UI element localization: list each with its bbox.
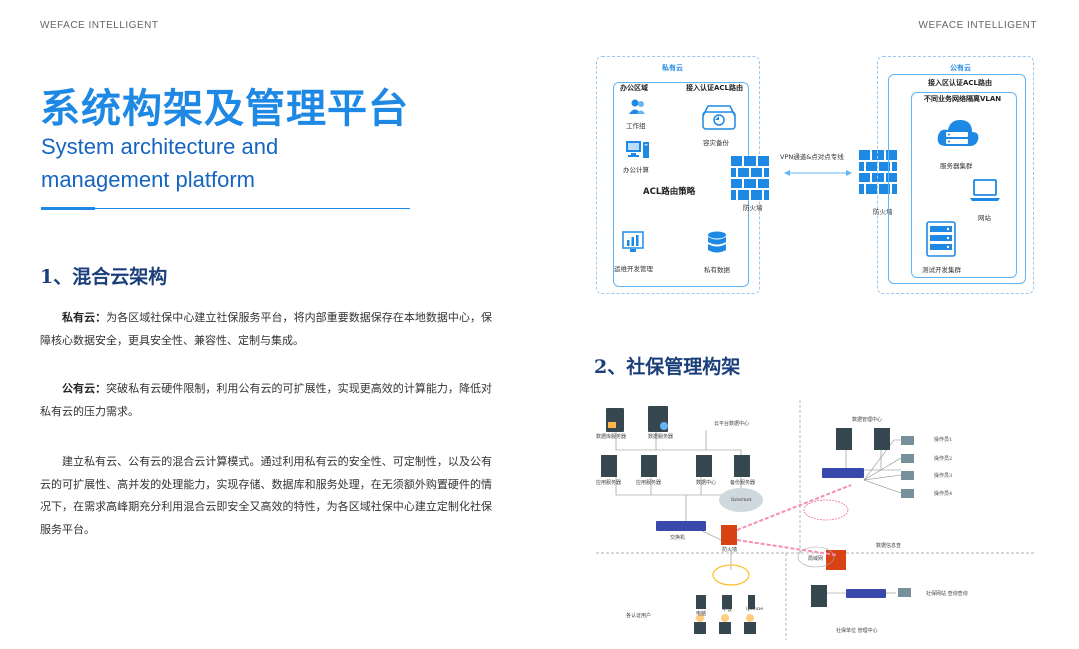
public-cloud-label: 公有云： <box>62 382 107 395</box>
operator3-label: 操作员3 <box>934 473 953 479</box>
backup-icon <box>702 105 736 130</box>
laptop-icon <box>970 179 1000 201</box>
pad-label: 平板 <box>722 607 733 613</box>
private-cloud-label: 私有云： <box>62 311 107 324</box>
disaster-backup-label: 容灾备份 <box>703 139 729 147</box>
social-security-network-diagram: 云平台数据中心 数据管理中心 数据信息查 各认证用户 社保单位 管理中心 交换机… <box>596 400 1036 640</box>
office-area-label: 办公区域 <box>620 84 648 92</box>
private-cloud-text: 为各区域社保中心建立社保服务平台，将内部重要数据保存在本地数据中心，保障核心数据… <box>40 311 493 347</box>
server2-label: 数据服务器 <box>648 434 674 440</box>
title-divider <box>41 208 410 209</box>
operator1-label: 操作员1 <box>934 437 953 443</box>
database-icon <box>708 231 726 253</box>
firewall-left-icon <box>731 156 769 200</box>
workgroup-label: 工作组 <box>626 122 646 130</box>
test-server-icon <box>926 221 956 257</box>
private-cloud-label: 私有云 <box>662 64 683 72</box>
firewall-label: 防火墙 <box>722 547 738 553</box>
title-en-line2: management platform <box>41 167 255 192</box>
auth-user-label: 各认证用户 <box>626 613 652 619</box>
firewall-left-label: 防火墙 <box>743 204 763 212</box>
access-acl-label: 接入认证ACL路由 <box>686 84 744 92</box>
pc-label: 电脑 <box>696 611 707 617</box>
ops-dev-label: 运维开发管理 <box>614 265 653 273</box>
section2-title: 2、社保管理构架 <box>594 356 741 378</box>
cloud-server-icon <box>937 120 979 146</box>
paragraph-private-cloud: 私有云：为各区域社保中心建立社保服务平台，将内部重要数据保存在本地数据中心，保障… <box>40 307 492 352</box>
dashboard-icon <box>622 231 644 252</box>
section1-title: 1、混合云架构 <box>40 266 168 288</box>
vpn-label: VPN通道&点对点专线 <box>780 153 844 161</box>
firewall-right-icon <box>859 150 897 194</box>
title-en-line1: System architecture and <box>41 134 279 159</box>
server-cluster-label: 服务器集群 <box>940 162 973 170</box>
brand-left: WEFACE INTELLIGENT <box>40 20 159 31</box>
public-inner-frame <box>888 74 1026 284</box>
private-data-label: 私有数据 <box>704 266 730 274</box>
data-center-label: 数据管理中心 <box>852 417 883 423</box>
acl-policy-label: ACL路由策略 <box>643 187 696 197</box>
data-zone-label: 数据信息查 <box>876 543 902 549</box>
server4-label: 应用服务器 <box>636 480 662 486</box>
switch-label: 交换机 <box>670 535 686 541</box>
vlan-frame <box>911 92 1017 278</box>
vlan-label: 不同业务网络隔离VLAN <box>924 95 1002 103</box>
access-zone-acl-label: 接入区认证ACL路由 <box>928 79 993 87</box>
page-title-cn: 系统构架及管理平台 <box>40 86 409 132</box>
test-dev-cluster-label: 测试开发集群 <box>922 266 961 274</box>
brand-right: WEFACE INTELLIGENT <box>918 20 1037 31</box>
server6-label: 备份服务器 <box>730 480 756 486</box>
page-title-en: System architecture and management platf… <box>41 130 401 196</box>
server1-label: 数据库服务器 <box>596 434 627 440</box>
website-label: 网站 <box>978 214 991 222</box>
paragraph-hybrid: 建立私有云、公有云的混合云计算模式。通过利用私有云的安全性、可定制性，以及公有云… <box>40 451 492 541</box>
title-divider-accent <box>41 207 95 210</box>
hybrid-text: 建立私有云、公有云的混合云计算模式。通过利用私有云的安全性、可定制性，以及公有云… <box>40 455 492 536</box>
public-cloud-label: 公有云 <box>950 64 971 72</box>
network-drawing <box>596 400 1036 640</box>
query-label: 社保网站 查询查询 <box>926 591 968 597</box>
computer-icon <box>626 141 649 158</box>
server3-label: 应用服务器 <box>596 480 622 486</box>
phone-label: iphone <box>746 606 764 612</box>
hybrid-cloud-diagram: 私有云 办公区域 接入认证ACL路由 工作组 办公计算 容灾备份 ACL路由策略… <box>596 56 1036 296</box>
public-cloud-text: 突破私有云硬件限制，利用公有云的可扩展性，实现更高效的计算能力，降低对私有云的压… <box>40 382 493 418</box>
operator4-label: 操作员4 <box>934 491 953 497</box>
lan-label: 局域网 <box>808 556 824 562</box>
operator2-label: 操作员2 <box>934 456 953 462</box>
social-unit-label: 社保单位 管理中心 <box>836 628 878 634</box>
internet-label: Internet <box>731 497 752 503</box>
firewall-right-label: 防火墙 <box>873 208 893 216</box>
server5-label: 数据中心 <box>696 480 717 486</box>
office-compute-label: 办公计算 <box>623 166 649 174</box>
public-cloud-zone <box>877 56 1034 294</box>
cloud-center-label: 云平台数据中心 <box>714 421 750 427</box>
vpn-arrow <box>784 170 852 176</box>
workgroup-icon <box>629 99 645 114</box>
paragraph-public-cloud: 公有云：突破私有云硬件限制，利用公有云的可扩展性，实现更高效的计算能力，降低对私… <box>40 378 492 423</box>
